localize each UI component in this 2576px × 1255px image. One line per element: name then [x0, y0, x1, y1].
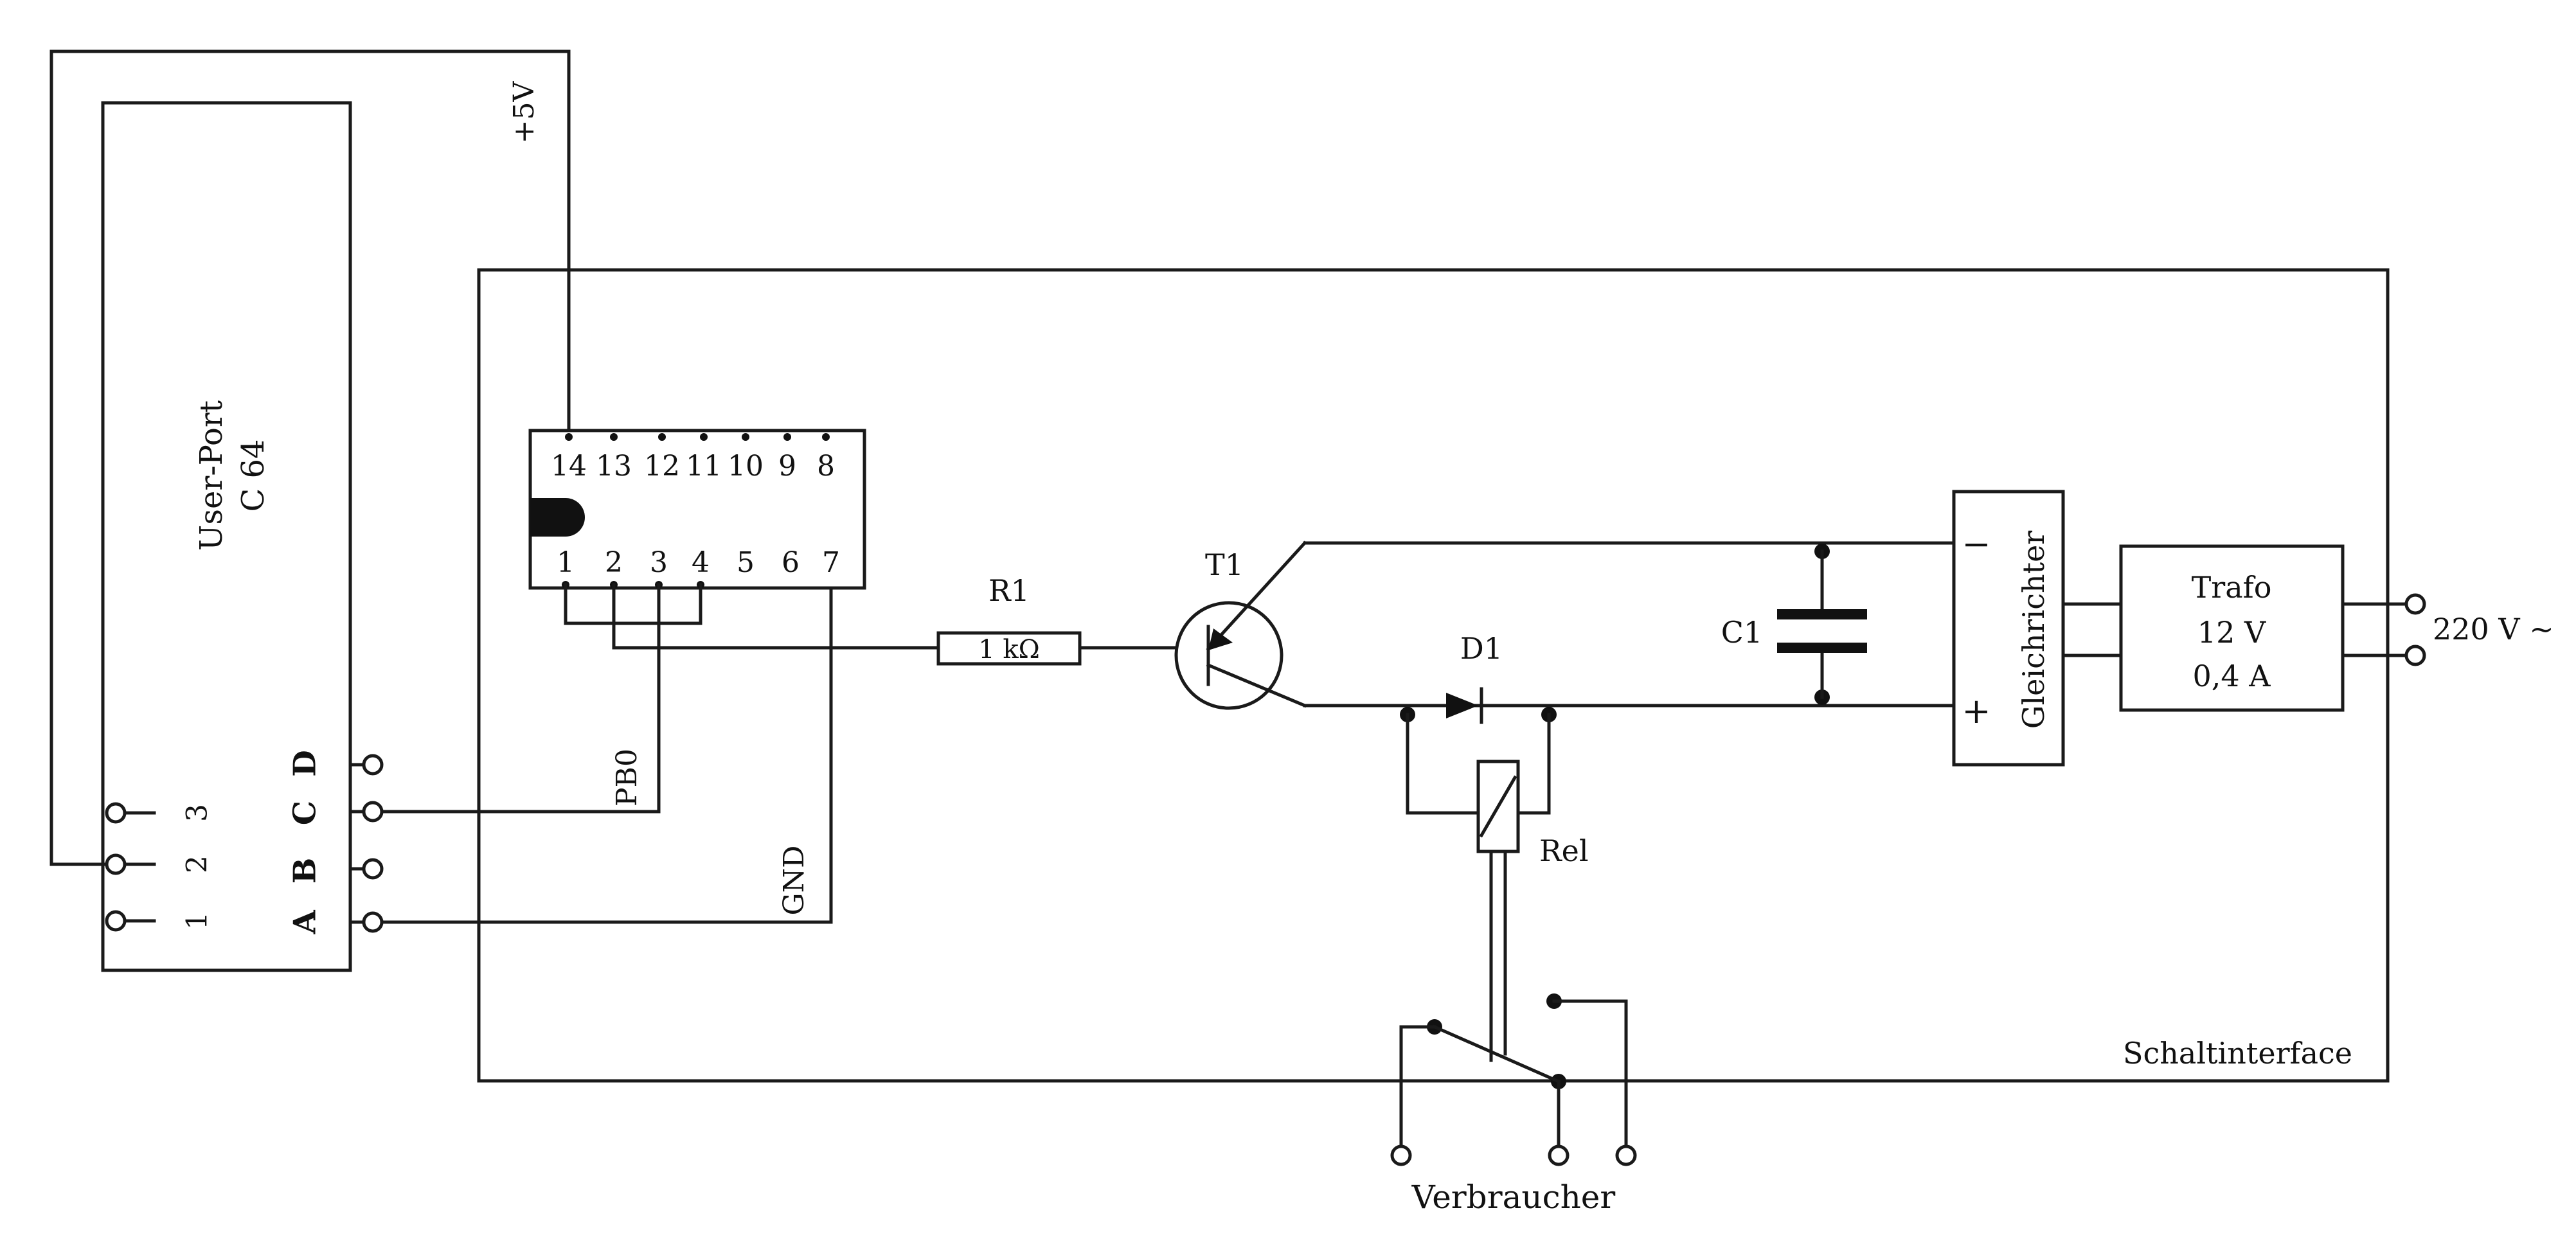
ic-pin-13-label: 13: [596, 450, 632, 483]
relay-switch: [1390, 993, 1637, 1166]
ic-pin-2-label: 2: [605, 546, 623, 579]
mains-label: 220 V ~: [2433, 612, 2554, 646]
user-port-block: User-Port C 64 3 2 1 D C B A: [101, 101, 384, 972]
port-pin-2-terminal: [105, 853, 127, 875]
port-pin-2-label: 2: [181, 855, 214, 873]
d1-name-label: D1: [1460, 631, 1503, 666]
ic-pin-12-label: 12: [644, 450, 680, 483]
ic-top-pins: 14 13 12 11 10 9 8: [551, 433, 835, 483]
pb0-label: PB0: [611, 749, 643, 806]
gnd-wire: [380, 586, 833, 924]
ic-pin-3-label: 3: [650, 546, 668, 579]
r1-value-label: 1 kΩ: [978, 635, 1040, 664]
capacitor-c1: [1777, 544, 1867, 705]
mains-terminal-2: [2404, 645, 2426, 666]
diode-triangle: [1446, 693, 1478, 718]
ic-pin-14-label: 14: [551, 450, 587, 483]
ic-pin-5-label: 5: [737, 546, 755, 579]
trafo-current-label: 0,4 A: [2193, 659, 2271, 693]
load-label: Verbraucher: [1411, 1179, 1616, 1216]
rectifier-plus-label: +: [1962, 691, 1990, 731]
trafo-title-label: Trafo: [2192, 570, 2272, 605]
transistor-t1: [1174, 540, 1307, 710]
port-pin-1-label: 1: [181, 912, 214, 930]
rectifier-label: Gleichrichter: [2016, 531, 2051, 729]
gnd-label: GND: [778, 846, 810, 916]
pb0-wire: [380, 583, 661, 814]
ic-chip: 14 13 12 11 10 9 8 1 2 3 4 5 6 7: [528, 429, 866, 590]
interface-box: [477, 268, 2390, 1083]
trafo-voltage-label: 12 V: [2197, 615, 2266, 650]
port-pin-a-label: A: [287, 910, 323, 935]
t1-name-label: T1: [1205, 547, 1244, 582]
r1-name-label: R1: [988, 573, 1030, 608]
load-terminal-2: [1548, 1144, 1570, 1166]
ic-notch: [530, 498, 585, 537]
load-terminal-1: [1390, 1144, 1412, 1166]
pin-2-to-r1-wire: [612, 583, 940, 650]
ic-pin-7-label: 7: [822, 546, 840, 579]
transistor-emitter-arrow: [1208, 628, 1233, 650]
supply-wire: [49, 49, 571, 866]
ic-pin-6-label: 6: [782, 546, 800, 579]
interface-label: Schaltinterface: [2123, 1036, 2352, 1071]
user-port-device-label: C 64: [235, 439, 271, 512]
pin-1-4-bridge: [564, 583, 702, 625]
ic-pin-4-label: 4: [692, 546, 710, 579]
ic-body: [528, 429, 866, 590]
relay-name-label: Rel: [1539, 833, 1589, 868]
ic-pin-10-label: 10: [728, 450, 764, 483]
port-pin-d-label: D: [287, 750, 323, 777]
port-pin-b-label: B: [287, 858, 323, 884]
trafo-box: [2119, 544, 2345, 712]
port-pin-b-terminal: [362, 858, 384, 880]
ic-bottom-pins: 1 2 3 4 5 6 7: [557, 546, 840, 589]
user-port-label: User-Port: [193, 400, 229, 551]
relay-right-wire: [1515, 713, 1551, 815]
supply-label: +5V: [508, 80, 541, 143]
port-pin-3-label: 3: [181, 804, 214, 822]
port-pin-3-terminal: [105, 802, 127, 824]
port-pin-1-terminal: [105, 910, 127, 932]
resistor-r1: [936, 631, 1082, 666]
ic-pin-11-label: 11: [686, 450, 722, 483]
port-pin-c-terminal: [362, 801, 384, 823]
ic-pin-8-label: 8: [817, 450, 835, 483]
diode-d1: [1446, 687, 1483, 724]
port-pin-a-terminal: [362, 911, 384, 933]
user-port-box: [101, 101, 352, 972]
rectifier-minus-label: −: [1962, 524, 1990, 564]
relay-left-wire: [1406, 713, 1480, 815]
mains-terminal-1: [2404, 593, 2426, 615]
load-terminal-3: [1615, 1144, 1637, 1166]
port-pin-d-terminal: [362, 754, 384, 776]
c1-name-label: C1: [1721, 615, 1762, 650]
port-pin-c-label: C: [287, 801, 323, 825]
rectifier-box: [1952, 490, 2065, 767]
ic-pin-9-label: 9: [778, 450, 796, 483]
ic-pin-1-label: 1: [557, 546, 575, 579]
transistor-body: [1174, 601, 1284, 710]
